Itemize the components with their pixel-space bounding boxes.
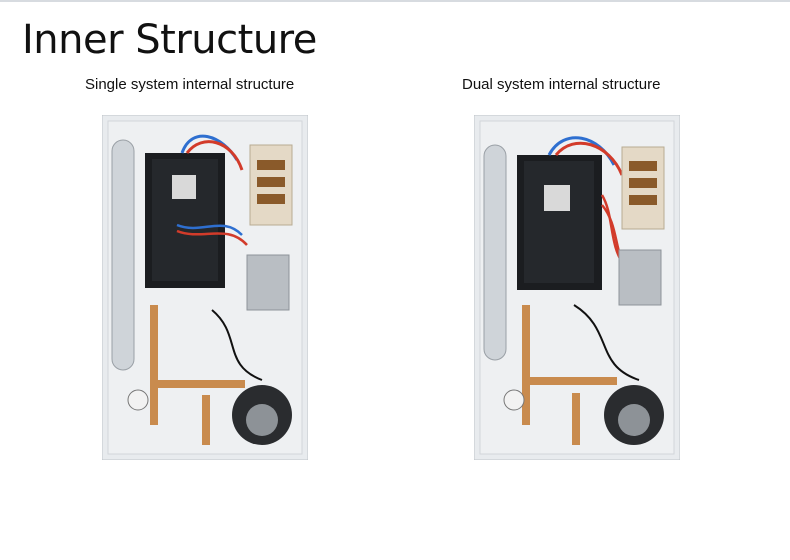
top-divider bbox=[0, 0, 790, 2]
pressure-gauge bbox=[127, 389, 149, 411]
expansion-tank bbox=[483, 144, 507, 361]
page-title: Inner Structure bbox=[22, 17, 317, 63]
caption-single-system: Single system internal structure bbox=[85, 76, 295, 93]
caption-dual-system: Dual system internal structure bbox=[462, 76, 661, 93]
pressure-gauge bbox=[503, 389, 525, 411]
single-system-photo bbox=[102, 115, 308, 460]
power-supply bbox=[246, 254, 290, 311]
expansion-tank bbox=[111, 139, 135, 371]
dual-system-photo bbox=[474, 115, 680, 460]
power-supply bbox=[618, 249, 662, 306]
